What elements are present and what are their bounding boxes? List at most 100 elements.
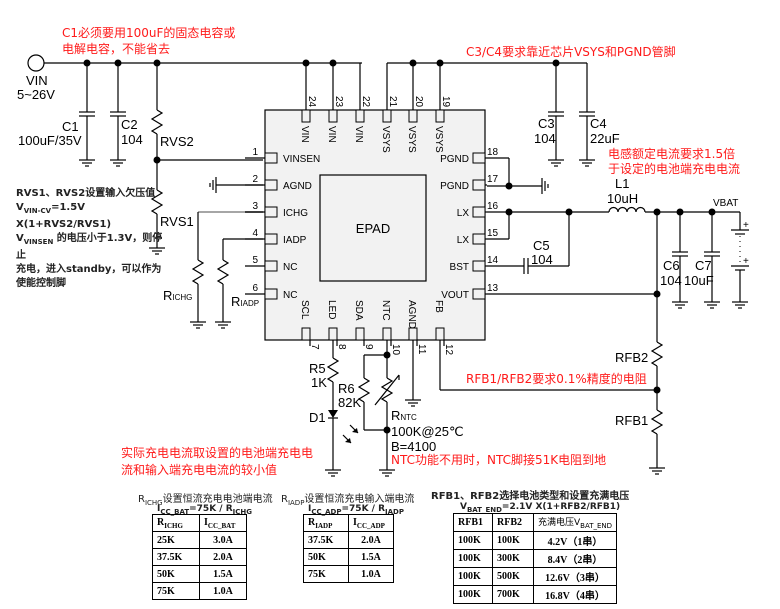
- pin-number: 13: [487, 283, 499, 294]
- pin-pad: [355, 327, 365, 341]
- table-header-row: RICHG ICC_BAT: [152, 514, 247, 532]
- table-header: RIADP: [303, 514, 349, 532]
- table-cell: 1.0A: [348, 565, 394, 583]
- table-cell: 12.6V（3串）: [532, 566, 618, 586]
- table-cell: 100K: [453, 584, 493, 604]
- svg-text:+: +: [743, 220, 749, 231]
- pin-number: 14: [487, 255, 499, 266]
- ground-icon: [541, 177, 549, 195]
- pin-pad: [408, 327, 418, 341]
- pin-name: AGND: [283, 181, 312, 192]
- table-header: RICHG: [152, 514, 200, 532]
- table-cell: 8.4V（2串）: [532, 548, 618, 568]
- pin-pad: [264, 152, 278, 164]
- l1-value: 10uH: [607, 191, 638, 206]
- pin-name: IADP: [283, 235, 307, 246]
- pin-name: VSYS: [406, 126, 417, 153]
- iadp-table-formula: ICC_ADP=75K / RIADP: [308, 504, 404, 516]
- r5-label: R5: [309, 361, 326, 376]
- c5-label: C5: [533, 238, 550, 253]
- pin-name: VIN: [353, 126, 364, 143]
- pin-name: ICHG: [283, 208, 308, 219]
- c1-label: C1: [62, 119, 79, 134]
- table-cell: 100K: [453, 566, 493, 586]
- ground-icon: [547, 159, 565, 167]
- pin-number: 15: [487, 228, 499, 239]
- pin-pad: [472, 179, 486, 191]
- table-cell: 1.5A: [199, 565, 247, 583]
- ground-icon: [731, 301, 749, 309]
- pin-pad: [472, 288, 486, 300]
- rvs1-label: RVS1: [160, 214, 194, 229]
- rfb2-resistor: [650, 341, 664, 367]
- pin-number: 17: [487, 174, 499, 185]
- table-cell: 16.8V（4串）: [532, 584, 618, 604]
- pin-name: VINSEN: [283, 154, 320, 165]
- ntc-note: NTC功能不用时，NTC脚接51K电阻到地: [391, 452, 606, 467]
- rvs2-resistor: [150, 109, 164, 135]
- table-cell: 2.0A: [199, 548, 247, 566]
- pin-name: VOUT: [441, 290, 469, 301]
- rvs-note-line2: VVIN-CV=1.5V X(1+RVS2/RVS1): [16, 202, 112, 230]
- pin-number: 23: [333, 96, 344, 108]
- table-cell: 3.0A: [199, 531, 247, 549]
- pin-name: VSYS: [433, 126, 444, 153]
- pin-number: 21: [387, 96, 398, 108]
- c7-label: C7: [695, 258, 712, 273]
- rvs2-label: RVS2: [160, 134, 194, 149]
- pin-name: AGND: [406, 300, 417, 329]
- pin-name: LED: [326, 300, 337, 319]
- richg-label: RICHG: [163, 288, 192, 303]
- r6-label: R6: [338, 381, 355, 396]
- table-header: ICC_BAT: [199, 514, 247, 532]
- pin-name: FB: [433, 300, 444, 313]
- ground-icon: [109, 159, 127, 167]
- pin-number: 8: [336, 344, 347, 350]
- rvs-note: RVS1、RVS2设置输入欠压值 VVIN-CV=1.5V X(1+RVS2/R…: [16, 187, 166, 291]
- table-cell: 37.5K: [152, 548, 200, 566]
- riadp-label: RIADP: [231, 294, 259, 309]
- pin-name: VIN: [326, 126, 337, 143]
- rfb-table-title: RFB1、RFB2选择电池类型和设置充满电压: [431, 491, 630, 502]
- table-cell: 75K: [303, 565, 349, 583]
- l1-label: L1: [615, 176, 629, 191]
- pin-pad: [264, 233, 278, 245]
- pin-number: 20: [413, 96, 424, 108]
- table-header: RFB1: [453, 513, 493, 532]
- rvs1-resistor: [150, 189, 164, 215]
- vin-label: VIN: [26, 73, 48, 88]
- c1-value: 100uF/35V: [18, 133, 82, 148]
- c1-note-line2: 电解电容，不能省去: [62, 41, 170, 56]
- table-cell: 75K: [152, 582, 200, 600]
- pin-pad: [435, 109, 445, 123]
- pin-number: 22: [360, 96, 371, 108]
- table-cell: 100K: [453, 530, 493, 550]
- r5-value: 1K: [311, 375, 327, 390]
- pin-name: VIN: [299, 126, 310, 143]
- inductor-note-line2: 于设定的电池端充电电流: [608, 161, 740, 176]
- pin-pad: [301, 327, 311, 341]
- pin-name: VSYS: [380, 126, 391, 153]
- iadp-table-title: RIADP设置恒流充电输入端电流: [281, 494, 415, 507]
- pin-pad: [435, 327, 445, 341]
- epad-label: EPAD: [356, 221, 390, 236]
- pin-pad: [472, 152, 486, 164]
- pin-pad: [264, 288, 278, 300]
- charge-current-note-line1: 实际充电电流取设置的电池端充电电: [121, 445, 313, 460]
- c2-value: 104: [121, 132, 143, 147]
- ground-icon: [209, 176, 217, 194]
- pin-number: 5: [252, 255, 258, 266]
- rfb-table-formula: VBAT_END=2.1V X(1+RFB2/RFB1): [460, 502, 621, 514]
- rvs-note-line1: RVS1、RVS2设置输入欠压值: [16, 188, 156, 199]
- rfb1-resistor: [650, 409, 664, 435]
- riadp-resistor: [216, 259, 230, 285]
- rvs-note-line3: VVINSEN 的电压小于1.3V，则停止: [16, 233, 163, 261]
- ground-icon: [324, 469, 342, 477]
- c6-label: C6: [663, 258, 680, 273]
- r5-resistor: [326, 357, 340, 383]
